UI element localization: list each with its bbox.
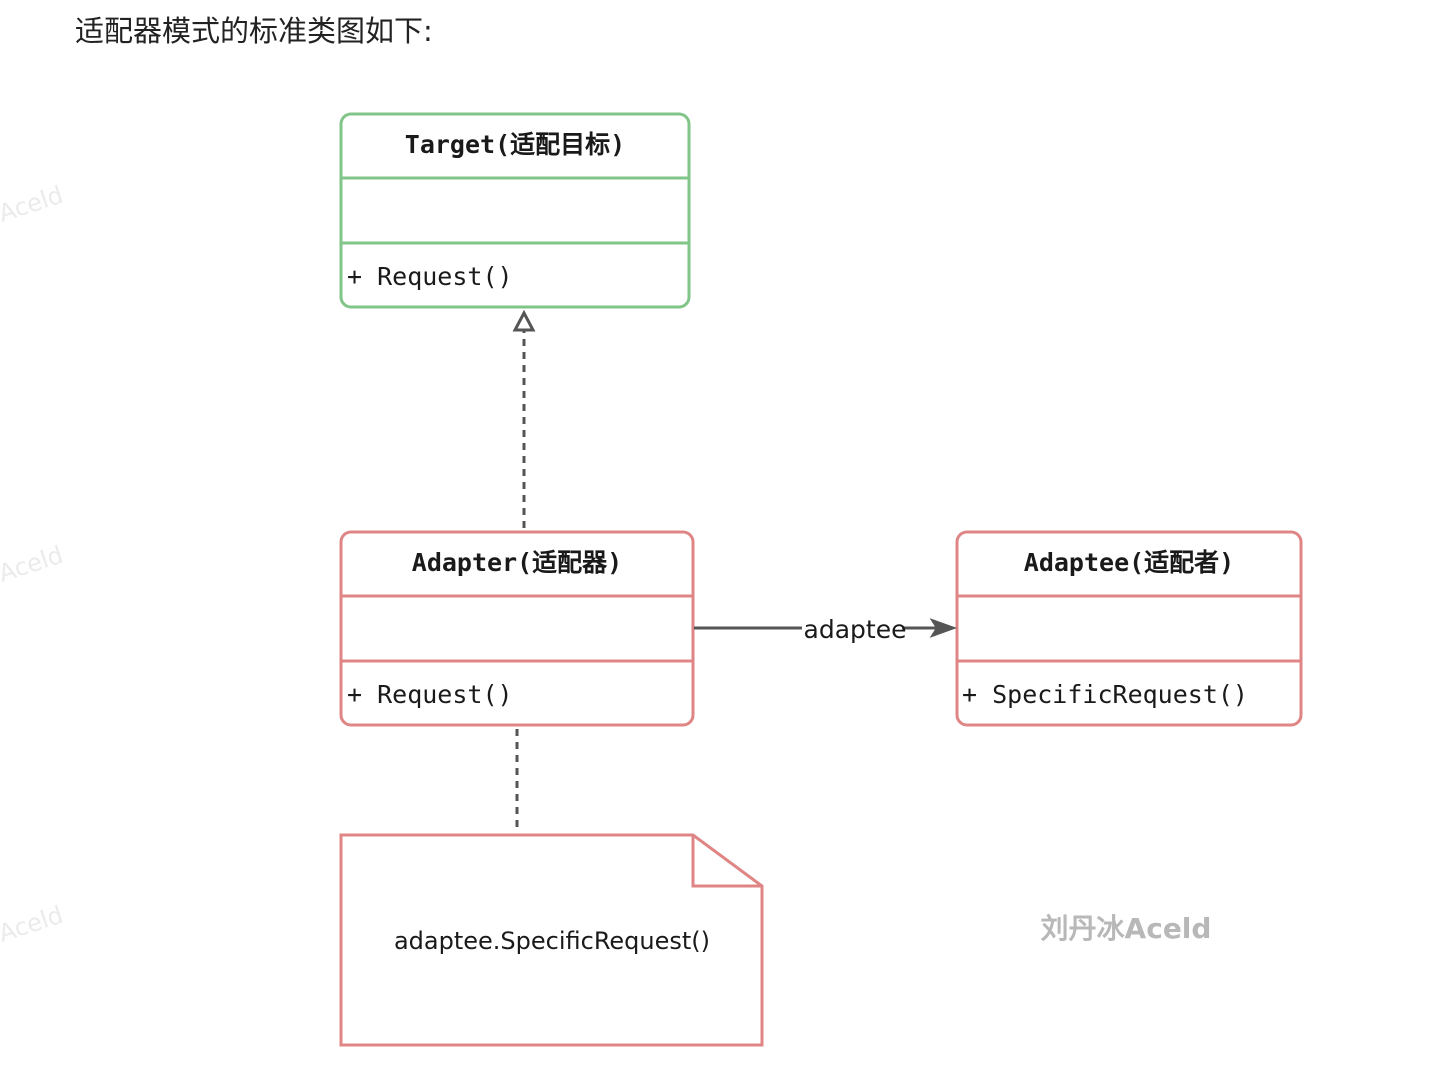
- note: adaptee.SpecificRequest(): [339, 833, 764, 1047]
- class-adapter-method: + Request(): [347, 680, 513, 709]
- class-adapter-box: [339, 530, 695, 727]
- note-body: [339, 833, 764, 1047]
- class-target-box: [339, 112, 691, 309]
- class-adaptee: Adaptee(适配者) + SpecificRequest(): [955, 530, 1303, 727]
- class-adaptee-box: [955, 530, 1303, 727]
- class-target: Target(适配目标) + Request(): [339, 112, 691, 309]
- association-edge: adaptee: [694, 615, 957, 644]
- class-adapter: Adapter(适配器) + Request(): [339, 530, 695, 727]
- class-adaptee-method: + SpecificRequest(): [962, 680, 1248, 709]
- note-text: adaptee.SpecificRequest(): [394, 927, 710, 955]
- intro-text: 适配器模式的标准类图如下:: [75, 14, 433, 48]
- association-label: adaptee: [804, 615, 907, 644]
- association-arrowhead: [929, 618, 957, 638]
- class-adapter-title: Adapter(适配器): [412, 548, 622, 577]
- realization-edge: [512, 309, 536, 528]
- watermark-author: 刘丹冰Aceld: [1041, 912, 1212, 945]
- realization-arrowhead: [512, 309, 536, 332]
- class-target-title: Target(适配目标): [405, 130, 625, 159]
- note-fold: [691, 835, 762, 888]
- watermark-faint-3: Aceld: [0, 901, 66, 948]
- class-adaptee-title: Adaptee(适配者): [1024, 548, 1234, 577]
- watermark-faint-2: Aceld: [0, 541, 66, 588]
- watermark-faint-1: Aceld: [0, 181, 66, 228]
- class-target-method: + Request(): [347, 262, 513, 291]
